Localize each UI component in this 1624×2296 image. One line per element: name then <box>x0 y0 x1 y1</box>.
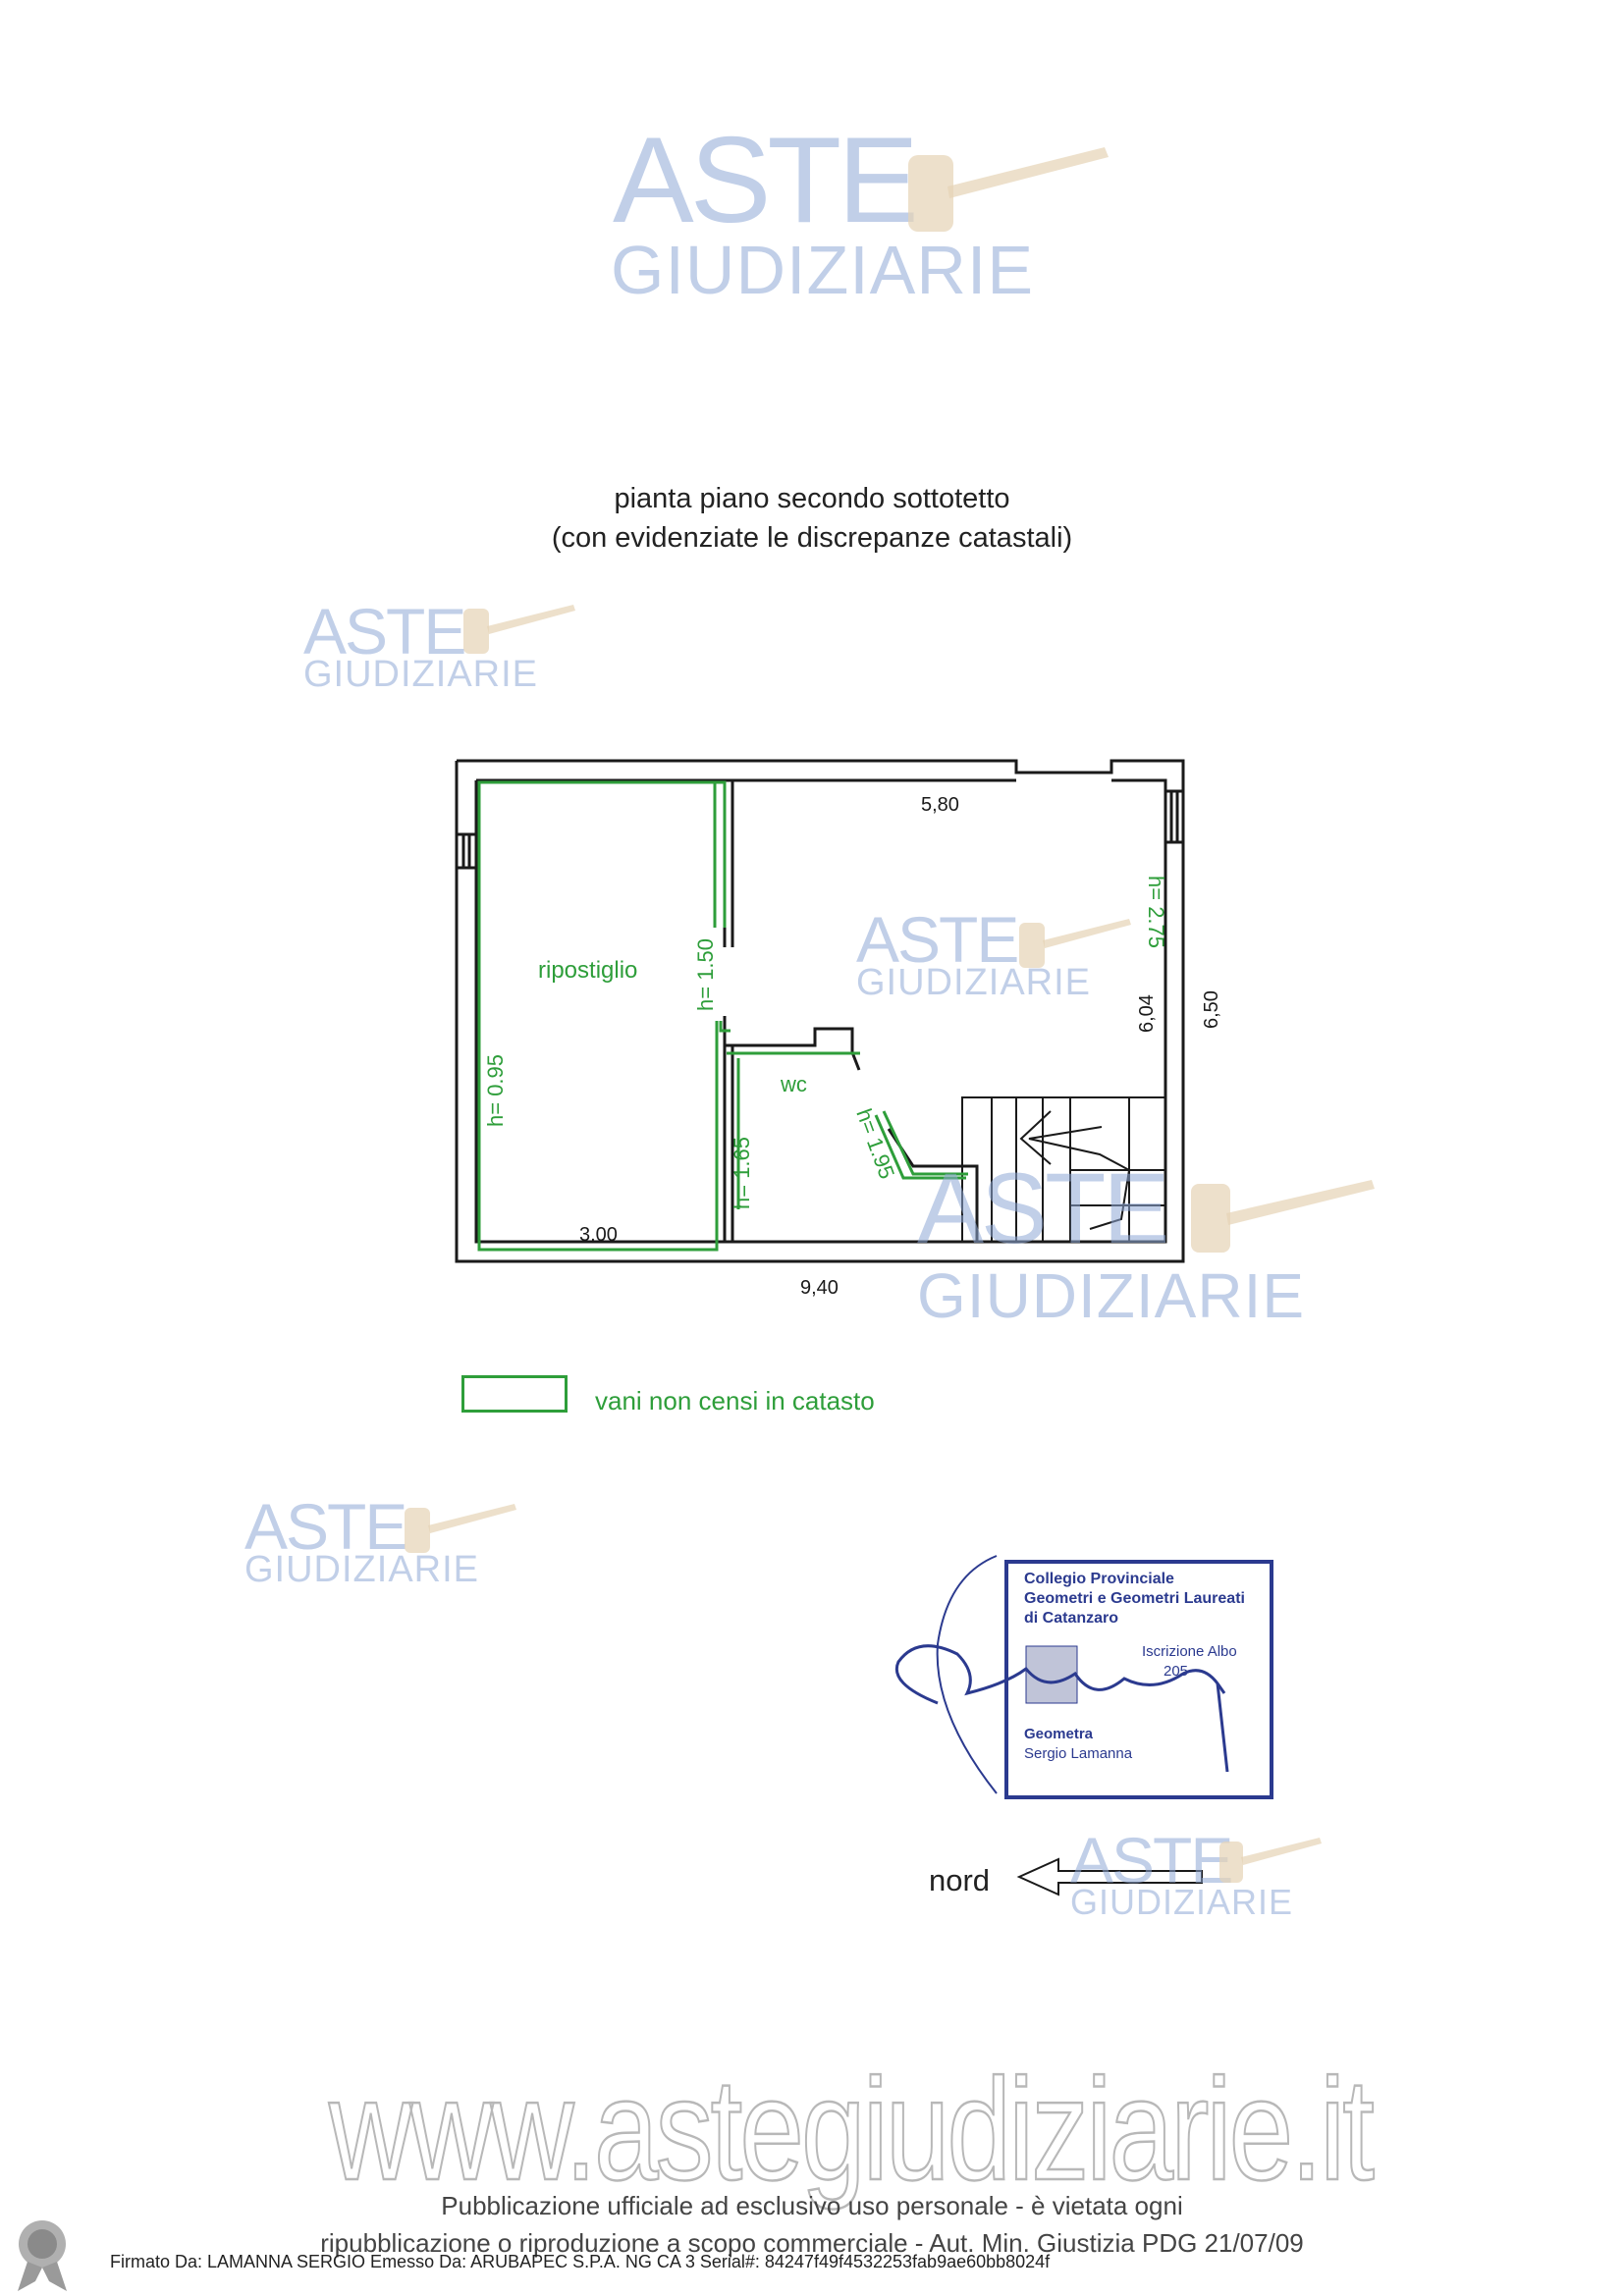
dimension-604: 6,04 <box>1136 994 1158 1033</box>
floor-plan: ripostiglio wc h= 0.95 h= 1.50 h= 1.65 h… <box>455 759 1222 1299</box>
room-label-ripostiglio: ripostiglio <box>538 957 637 984</box>
gavel-icon <box>405 1504 516 1553</box>
watermark-word: ASTE <box>856 903 1019 976</box>
gavel-icon <box>1191 1180 1375 1253</box>
room-label-wc: wc <box>780 1072 807 1096</box>
height-label-corridor: h= 1.50 <box>693 938 718 1011</box>
stamp-graphic: Collegio Provinciale Geometri e Geometri… <box>895 1555 1273 1799</box>
watermark-word: ASTE <box>303 595 466 667</box>
watermark-subword: GIUDIZIARIE <box>856 962 1092 1003</box>
gavel-icon <box>463 605 575 654</box>
stamp-line6: Geometra <box>1024 1726 1094 1742</box>
stamp-line7: Sergio Lamanna <box>1024 1745 1133 1762</box>
height-label-wc-diagonal: h= 1.95 <box>851 1105 899 1182</box>
watermark-subword: GIUDIZIARIE <box>244 1549 480 1590</box>
height-label-wc-left: h= 1.65 <box>730 1137 754 1209</box>
gavel-icon <box>908 147 1109 232</box>
height-label-main: h= 2.75 <box>1144 876 1168 948</box>
legend-swatch <box>461 1375 568 1413</box>
legend-label: vani non censi in catasto <box>595 1386 875 1415</box>
gavel-icon <box>1019 919 1131 968</box>
plan-subtitle: (con evidenziate le discrepanze catastal… <box>551 522 1073 554</box>
watermark-subword: GIUDIZIARIE <box>611 232 1035 308</box>
digital-signature-info: Firmato Da: LAMANNA SERGIO Emesso Da: AR… <box>110 2252 1051 2271</box>
watermark-subword: GIUDIZIARIE <box>303 654 539 695</box>
watermark-word: ASTE <box>1070 1824 1233 1896</box>
dimension-580: 5,80 <box>921 794 959 816</box>
footer-website: www.astegiudiziarie.it <box>328 2048 1376 2213</box>
stairs <box>961 1096 1166 1243</box>
outer-walls <box>455 759 1185 1263</box>
discrepancy-outlines <box>477 780 968 1252</box>
footer-notice-line2: ripubblicazione o riproduzione a scopo c… <box>320 2228 1304 2258</box>
compass-label: nord <box>929 1863 991 1897</box>
stamp-line1: Collegio Provinciale <box>1024 1571 1174 1587</box>
seal-icon <box>18 2220 67 2291</box>
dimension-940: 9,40 <box>800 1277 839 1299</box>
watermark-subword: GIUDIZIARIE <box>1070 1882 1294 1922</box>
watermark-word: ASTE <box>244 1490 407 1563</box>
dimension-650: 6,50 <box>1201 990 1222 1029</box>
height-label-ripostiglio: h= 0.95 <box>483 1054 508 1127</box>
plan-title: pianta piano secondo sottotetto <box>614 483 1010 514</box>
watermark-word: ASTE <box>917 1152 1169 1264</box>
watermark-word: ASTE <box>613 113 919 248</box>
stamp-line2: Geometri e Geometri Laureati <box>1024 1590 1245 1607</box>
gavel-icon <box>1219 1838 1322 1883</box>
footer-notice-line1: Pubblicazione ufficiale ad esclusivo uso… <box>441 2191 1183 2220</box>
dimension-300: 3,00 <box>579 1224 618 1246</box>
stamp-line4: Iscrizione Albo <box>1142 1643 1237 1660</box>
watermark-subword: GIUDIZIARIE <box>917 1260 1306 1331</box>
north-arrow-icon <box>1016 1857 1203 1896</box>
stamp-line5: 205 <box>1164 1663 1188 1680</box>
stamp-line3: di Catanzaro <box>1024 1610 1118 1627</box>
